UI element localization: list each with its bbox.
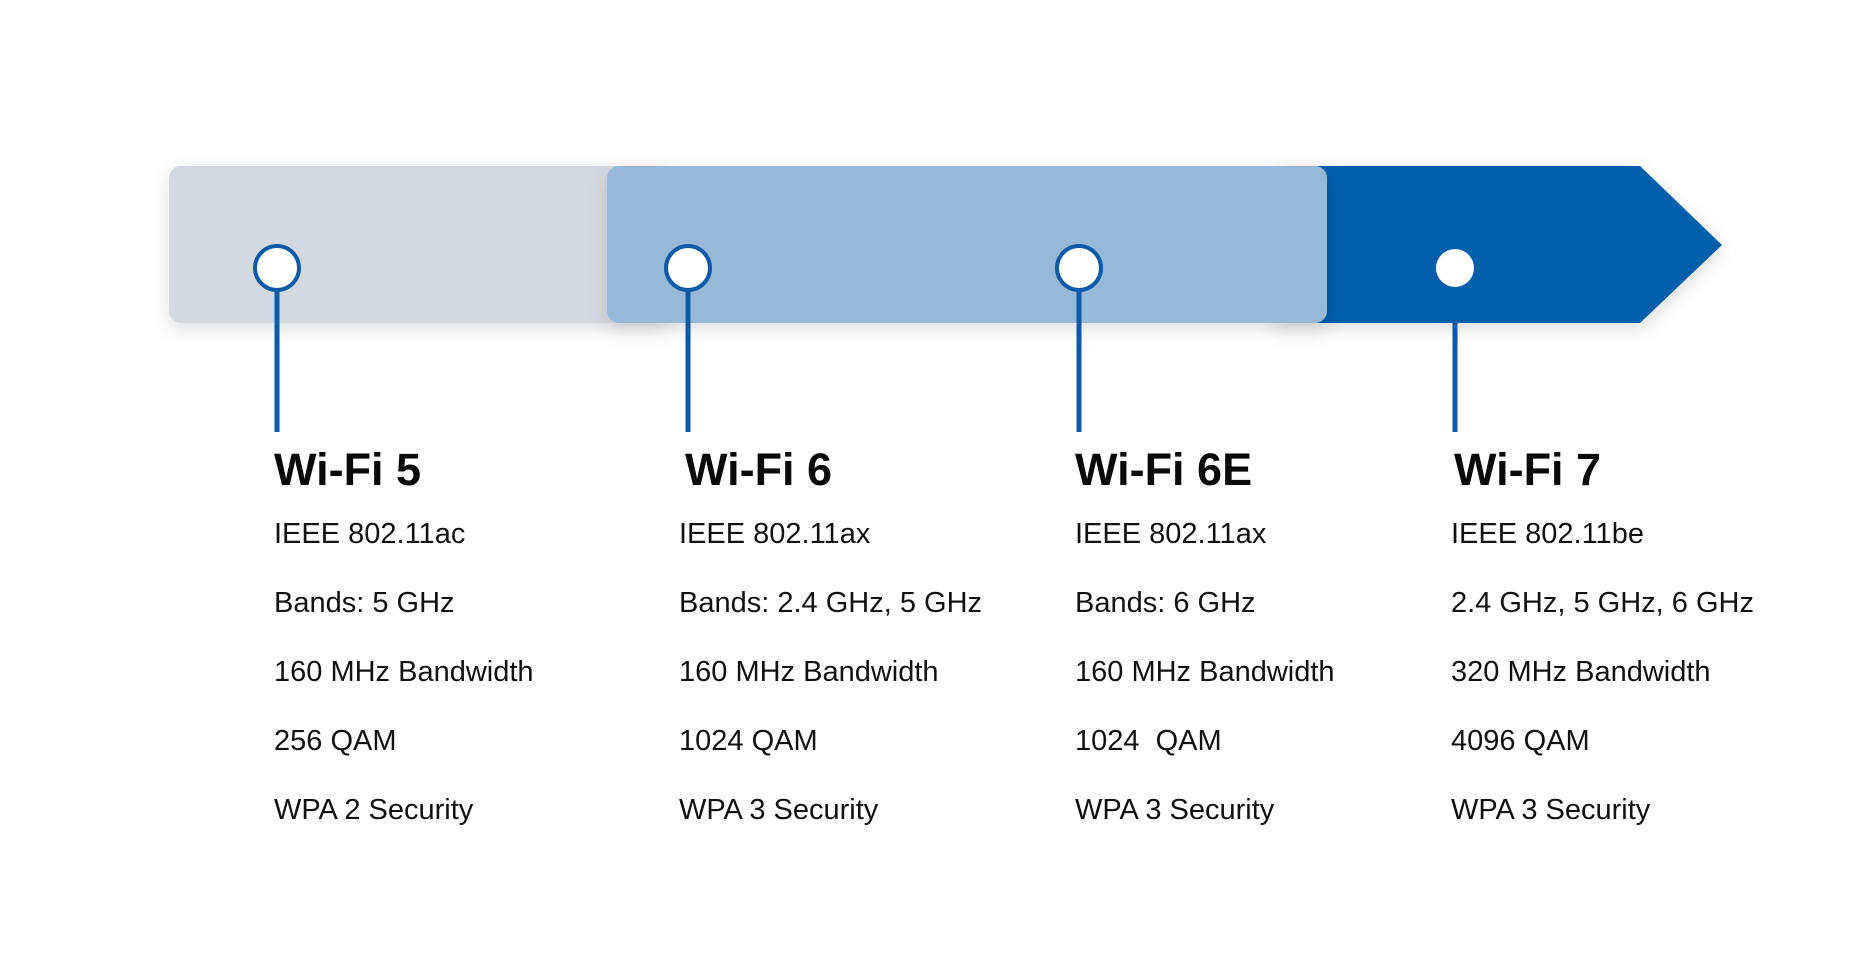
spec-list: IEEE 802.11ax Bands: 6 GHz 160 MHz Bandw… — [1075, 517, 1415, 827]
spec-security: WPA 3 Security — [679, 794, 879, 826]
spec-list: IEEE 802.11be 2.4 GHz, 5 GHz, 6 GHz 320 … — [1451, 517, 1791, 827]
generation-column-wifi7: Wi-Fi 7 IEEE 802.11be 2.4 GHz, 5 GHz, 6 … — [1451, 440, 1791, 862]
spec-bands: Bands: 5 GHz — [274, 587, 455, 619]
spec-qam: 1024 QAM — [679, 725, 818, 757]
generation-title: Wi-Fi 5 — [274, 444, 422, 495]
spec-standard: IEEE 802.11be — [1451, 518, 1644, 550]
timeline-segment-2 — [607, 166, 1327, 323]
generation-column-wifi6: Wi-Fi 6 IEEE 802.11ax Bands: 2.4 GHz, 5 … — [679, 440, 1019, 862]
spec-standard: IEEE 802.11ac — [274, 518, 466, 550]
generation-title: Wi-Fi 6 — [685, 444, 833, 495]
timeline-marker-wifi6e — [1055, 244, 1103, 292]
timeline-segment-1 — [169, 166, 669, 323]
spec-bandwidth: 160 MHz Bandwidth — [1075, 656, 1335, 688]
timeline-marker-wifi7 — [1436, 249, 1474, 287]
spec-qam: 256 QAM — [274, 725, 397, 757]
spec-standard: IEEE 802.11ax — [1075, 518, 1267, 550]
spec-security: WPA 3 Security — [1075, 794, 1275, 826]
spec-security: WPA 3 Security — [1451, 794, 1651, 826]
timeline-marker-wifi6 — [664, 244, 712, 292]
timeline-marker-wifi5 — [253, 244, 301, 292]
spec-bandwidth: 160 MHz Bandwidth — [679, 656, 939, 688]
generation-column-wifi5: Wi-Fi 5 IEEE 802.11ac Bands: 5 GHz 160 M… — [274, 440, 614, 862]
spec-list: IEEE 802.11ax Bands: 2.4 GHz, 5 GHz 160 … — [679, 517, 1019, 827]
spec-list: IEEE 802.11ac Bands: 5 GHz 160 MHz Bandw… — [274, 517, 614, 827]
spec-qam: 1024 QAM — [1075, 725, 1222, 757]
spec-bandwidth: 320 MHz Bandwidth — [1451, 656, 1711, 688]
generation-column-wifi6e: Wi-Fi 6E IEEE 802.11ax Bands: 6 GHz 160 … — [1075, 440, 1415, 862]
spec-bands: Bands: 6 GHz — [1075, 587, 1256, 619]
spec-bandwidth: 160 MHz Bandwidth — [274, 656, 534, 688]
spec-bands: Bands: 2.4 GHz, 5 GHz — [679, 587, 983, 619]
spec-qam: 4096 QAM — [1451, 725, 1590, 757]
generation-title: Wi-Fi 7 — [1454, 444, 1602, 495]
spec-security: WPA 2 Security — [274, 794, 474, 826]
spec-bands: 2.4 GHz, 5 GHz, 6 GHz — [1451, 587, 1754, 619]
timeline-arrow-segment — [1273, 166, 1722, 323]
spec-standard: IEEE 802.11ax — [679, 518, 871, 550]
generation-title: Wi-Fi 6E — [1075, 444, 1253, 495]
